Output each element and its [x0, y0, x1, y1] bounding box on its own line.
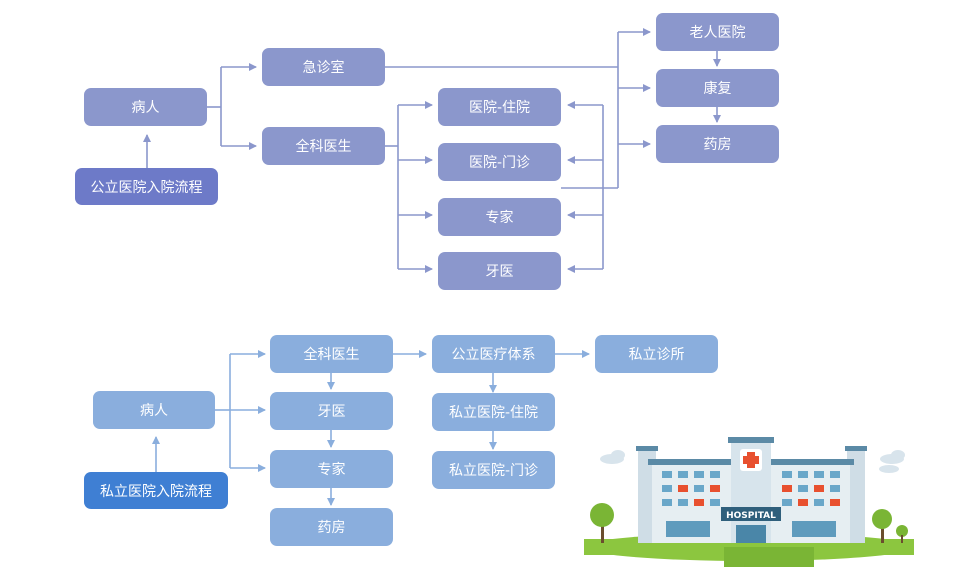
public-flow-title: 公立医院入院流程: [75, 168, 218, 205]
public-system-node: 公立医疗体系: [432, 335, 555, 373]
rehab-node: 康复: [656, 69, 779, 107]
hospital-outpatient-node: 医院-门诊: [438, 143, 561, 181]
private-clinic-node: 私立诊所: [595, 335, 718, 373]
public-patient-node: 病人: [84, 88, 207, 126]
private-outpatient-node: 私立医院-门诊: [432, 451, 555, 489]
private-specialist-node: 专家: [270, 450, 393, 488]
emergency-room-node: 急诊室: [262, 48, 385, 86]
hospital-sign-text: HOSPITAL: [726, 511, 776, 521]
private-dentist-node: 牙医: [270, 392, 393, 430]
private-flow-title: 私立医院入院流程: [84, 472, 228, 509]
hospital-inpatient-node: 医院-住院: [438, 88, 561, 126]
public-dentist-node: 牙医: [438, 252, 561, 290]
public-specialist-node: 专家: [438, 198, 561, 236]
hospital-building-icon: HOSPITAL: [584, 437, 914, 567]
private-gp-node: 全科医生: [270, 335, 393, 373]
public-gp-node: 全科医生: [262, 127, 385, 165]
public-pharmacy-node: 药房: [656, 125, 779, 163]
private-pharmacy-node: 药房: [270, 508, 393, 546]
private-inpatient-node: 私立医院-住院: [432, 393, 555, 431]
private-patient-node: 病人: [93, 391, 215, 429]
elderly-hospital-node: 老人医院: [656, 13, 779, 51]
